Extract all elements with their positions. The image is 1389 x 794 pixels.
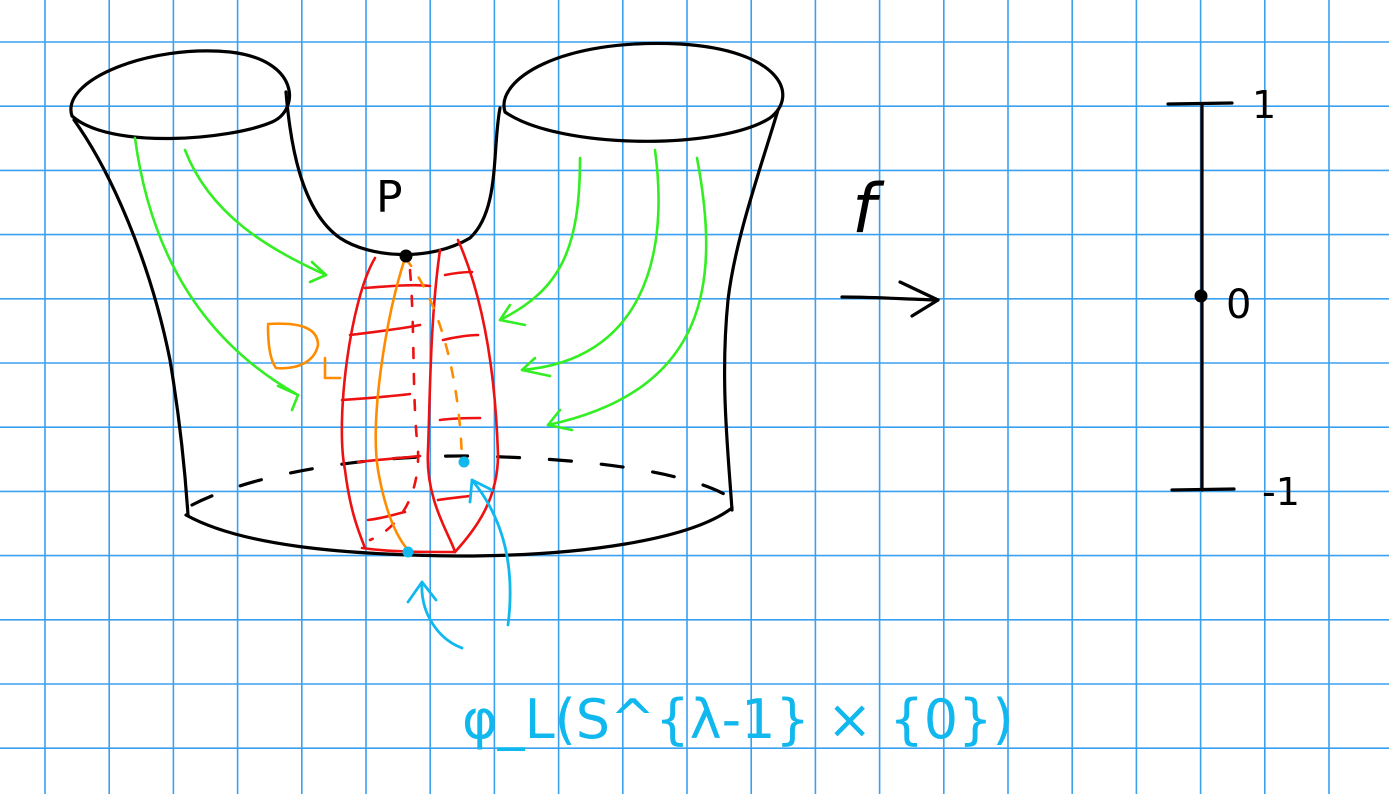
- interval-top-label: 1: [1252, 83, 1276, 127]
- surface-outline: [69, 41, 785, 558]
- flow-arrow-1: [133, 136, 300, 397]
- handle-right-rung-4: [436, 494, 472, 502]
- flow-arrow-5-head: [546, 408, 574, 432]
- attaching-sphere: φ_L(S^{λ-1} × {0}): [402, 456, 1014, 751]
- handle-right-rung-2: [441, 333, 480, 342]
- flow-arrow-2: [183, 148, 328, 277]
- handle-right-edge: [453, 238, 500, 554]
- sphere-arrow-2: [470, 478, 512, 627]
- handle-right-rung-3: [438, 416, 482, 422]
- disc-front-curve: [374, 256, 410, 552]
- disc-label-d: [266, 322, 320, 370]
- handle-rung-2: [348, 323, 422, 337]
- left-side-line: [72, 118, 190, 517]
- flow-arrow-4-head: [520, 356, 552, 378]
- sphere-arrow-2-head: [468, 478, 494, 504]
- sphere-arrow-1: [420, 580, 464, 650]
- handle-mid-edge: [426, 248, 457, 554]
- flow-arrow-1-head: [276, 384, 300, 412]
- interval-top-tick: [1166, 101, 1234, 106]
- disc-label-subscript: [323, 356, 342, 380]
- critical-point-label: P: [376, 172, 403, 223]
- map-arrow-head: [898, 280, 940, 318]
- disc-back-dashed: [403, 256, 464, 464]
- interval-bottom-tick: [1170, 487, 1236, 492]
- flow-arrow-5: [546, 156, 708, 427]
- interval-zero-dot: [1194, 289, 1208, 303]
- map-arrow: f: [840, 170, 940, 318]
- flow-arrow-2-head: [308, 260, 328, 284]
- critical-point-dot: [399, 249, 413, 263]
- handle-right-rung-1: [443, 270, 474, 277]
- descending-disc: [266, 256, 464, 552]
- flow-arrow-3-head: [498, 303, 527, 327]
- interval-bottom-label: -1: [1262, 470, 1300, 514]
- handle-region: [340, 238, 500, 554]
- sphere-label: φ_L(S^{λ-1} × {0}): [462, 688, 1014, 751]
- right-side-line: [722, 108, 780, 512]
- sphere-point-front: [402, 546, 414, 558]
- handle-rung-1: [363, 283, 432, 290]
- bottom-back-dashed: [190, 454, 728, 507]
- left-boundary-circle: [69, 49, 292, 141]
- bottom-front-curve: [184, 506, 734, 558]
- handle-rung-5: [366, 510, 407, 522]
- target-interval: 1 0 -1: [1166, 83, 1300, 514]
- handle-rung-3: [340, 392, 412, 402]
- right-boundary-circle: [502, 41, 785, 143]
- sphere-arrow-1-head: [406, 580, 438, 604]
- sphere-point-back: [458, 456, 470, 468]
- handle-left-edge: [340, 256, 377, 550]
- map-arrow-shaft: [840, 295, 940, 302]
- flow-arrow-3: [498, 156, 582, 322]
- gradient-flow-arrows: [133, 136, 708, 432]
- flow-arrow-4: [520, 148, 660, 372]
- handle-rung-4: [356, 454, 422, 464]
- interval-mid-label: 0: [1226, 282, 1251, 328]
- handle-dashed-inner: [368, 268, 420, 542]
